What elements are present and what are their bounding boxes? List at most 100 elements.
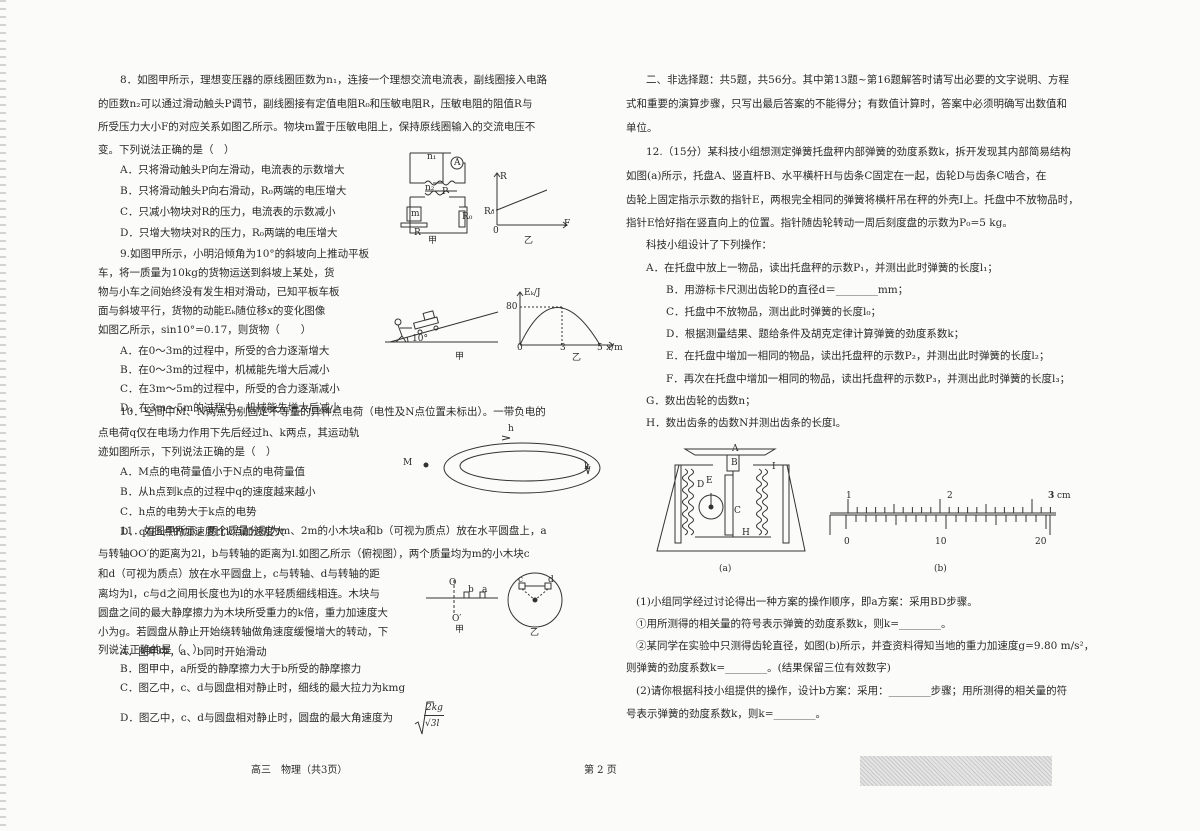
q12-question-1: (1)小组同学经过讨论得出一种方案的操作顺序，即a方案：采用BD步骤。 <box>636 596 978 608</box>
q9-graph-x-label: x/m <box>606 343 623 353</box>
q12-caliper-main-3: 3 <box>1048 491 1055 501</box>
section2-line-1: 二、非选择题：共5题，共56分。其中第13题~第16题解答时请写出必要的文字说明… <box>646 74 1070 86</box>
q12-step-d: D．根据测量结果、题给条件及胡克定律计算弹簧的劲度系数k； <box>666 328 965 340</box>
q12-step-h: H．数出齿条的齿数N并测出齿条的长度l。 <box>646 417 847 429</box>
q9-graph-caption: 乙 <box>572 353 582 363</box>
q11-label-O: O <box>449 578 457 588</box>
q12-step-b: B．用游标卡尺测出齿轮D的直径d＝________mm； <box>666 284 909 296</box>
q11-line-1: 11．如图甲所示，两个质量分别为m、2m的小木块a和b（可视为质点）放在水平圆盘… <box>120 525 547 537</box>
q9-graph-tick-80: 80 <box>506 302 518 312</box>
q12-question-1-2b: 则弹簧的劲度系数k=________。(结果保留三位有效数字) <box>626 662 891 674</box>
q8-option-b: B．只将滑动触头P向右滑动，R₀两端的电压增大 <box>120 185 347 197</box>
q9-graph-tick-3: 3 <box>560 343 566 353</box>
q11-radical-sign <box>414 701 434 735</box>
q12-fig-a-caption: (a) <box>719 564 732 574</box>
q12-vernier-caliper <box>829 499 1056 535</box>
q10-label-k: k <box>584 462 590 472</box>
scan-edge <box>0 0 6 831</box>
q12-step-a: A．在托盘中放上一物品，读出托盘秤的示数P₁，并测出此时弹簧的长度l₁； <box>646 262 998 274</box>
q11-formula-numerator: 2kg <box>426 703 443 713</box>
q11-disk-top-view <box>507 572 563 628</box>
q11-label-a: a <box>482 585 488 595</box>
q9-line-4: 面与斜坡平行，货物的动能Eₖ随位移x的变化图像 <box>98 305 326 317</box>
q12-fig-a-label-E: E <box>706 476 713 486</box>
q8-label-n1: n₁ <box>427 152 437 162</box>
q10-option-a: A．M点的电荷量值小于N点的电荷量值 <box>120 466 306 478</box>
q12-scale-structure-diagram <box>656 448 806 552</box>
q8-circuit-diagram <box>400 152 468 234</box>
q12-fig-a-label-C: C <box>734 506 741 516</box>
q12-fig-a-label-A: A <box>732 444 739 454</box>
q11-disk-side-view <box>426 580 498 614</box>
q12-caliper-main-2: 2 <box>947 491 953 501</box>
q8-label-R: R <box>414 228 421 238</box>
q8-label-A: A <box>454 158 461 168</box>
q11-line-3: 和d（可视为质点）放在水平圆盘上，c与转轴、d与转轴的距 <box>98 568 380 580</box>
q10-trajectory-diagram <box>423 435 601 494</box>
barcode-box <box>860 756 1052 786</box>
q10-line-2: 点电荷q仅在电场力作用下先后经过h、k两点，其运动轨 <box>98 427 360 439</box>
footer-page-number: 第 2 页 <box>584 765 617 776</box>
q11-option-c: C．图乙中，c、d与圆盘相对静止时，细线的最大拉力为kmg <box>120 682 406 694</box>
q12-caliper-vernier-0: 0 <box>844 537 850 547</box>
q11-line-2: 与转轴OO′的距离为2l，b与转轴的距离为l.如图乙所示（俯视图），两个质量均为… <box>98 548 530 560</box>
q12-intro-3: 齿轮上固定指示示数的指针E，两根完全相同的弹簧将横杆吊在秤的外壳I上。托盘中不放… <box>626 194 1079 206</box>
q11-label-d: d <box>548 575 554 585</box>
q12-step-c: C．托盘中不放物品，测出此时弹簧的长度l₀； <box>666 306 882 318</box>
q8-label-P: P <box>442 187 449 197</box>
q8-graph-x-label: F <box>564 219 571 229</box>
q11-option-b: B．图甲中，a所受的静摩擦力大于b所受的静摩擦力 <box>120 663 362 675</box>
q12-fig-a-label-D: D <box>697 480 705 490</box>
section2-line-2: 式和重要的演算步骤，只写出最后答案的不能得分；有数值计算时，答案中必须明确写出数… <box>626 98 1067 110</box>
section2-line-3: 单位。 <box>626 122 658 134</box>
q12-caliper-unit: cm <box>1057 491 1071 501</box>
q9-graph-tick-5: 5 <box>597 343 603 353</box>
q11-fig-jia: 甲 <box>455 625 465 635</box>
q10-line-3: 迹如图所示，下列说法正确的是（ ） <box>98 446 277 458</box>
q12-design: 科技小组设计了下列操作： <box>646 239 772 251</box>
q11-label-Op: O′ <box>452 614 462 624</box>
q12-step-e: E．在托盘中增加一相同的物品，读出托盘秤的示数P₂，并测出此时弹簧的长度l₂； <box>666 350 1050 362</box>
q12-caliper-vernier-20: 20 <box>1035 537 1047 547</box>
q11-line-4: 离均为l，c与d之间用长度也为l的水平轻质细线相连。木块与 <box>98 588 380 600</box>
q10-label-M: M <box>403 458 413 468</box>
q12-fig-b-caption: (b) <box>934 564 947 574</box>
q8-line-2: 的匝数n₂可以通过滑动触头P调节，副线圈接有定值电阻R₀和压敏电阻R，压敏电阻的… <box>98 98 533 110</box>
q9-graph-y-label: Eₖ/J <box>524 288 541 298</box>
q8-option-d: D．只增大物块对R的压力，R₀两端的电压增大 <box>120 227 338 239</box>
q10-label-h: h <box>508 424 514 434</box>
q8-graph-r0-label: R₀ <box>484 207 495 217</box>
q9-line-2: 车，将一质量为10kg的货物运送到斜坡上某处，货 <box>98 267 335 279</box>
q10-option-c: C．h点的电势大于k点的电势 <box>120 506 257 518</box>
q9-option-a: A．在0～3m的过程中，所受的合力逐渐增大 <box>120 345 330 357</box>
q8-label-n2: n₂ <box>425 183 435 193</box>
q12-question-2: (2)请你根据科技小组提供的操作，设计b方案：采用：________步骤；用所测… <box>636 685 1068 697</box>
q8-label-m: m <box>411 209 420 219</box>
q12-intro-2: 如图(a)所示，托盘A、竖直杆B、水平横杆H与齿条C固定在一起，齿轮D与齿条C啮… <box>626 170 1047 182</box>
footer-subject: 高三 物理（共3页） <box>251 765 348 776</box>
q12-question-1-2: ②某同学在实验中只测得齿轮直径，如图(b)所示，并查资料得知当地的重力加速度g=… <box>636 640 1095 652</box>
q8-graph-origin: 0 <box>493 226 499 236</box>
q9-option-c: C．在3m～5m的过程中，所受的合力逐渐减小 <box>120 383 340 395</box>
q8-line-4: 变。下列说法正确的是（ ） <box>98 144 235 156</box>
q8-graph-caption: 乙 <box>524 236 534 246</box>
q12-step-f: F．再次在托盘中增加一相同的物品，读出托盘秤的示数P₃，并测出此时弹簧的长度l₃… <box>666 373 1071 385</box>
q12-fig-a-label-B: B <box>731 458 738 468</box>
q11-option-d: D．图乙中，c、d与圆盘相对静止时，圆盘的最大角速度为 <box>120 712 394 724</box>
q8-line-1: 8．如图甲所示，理想变压器的原线圈匝数为n₁，连接一个理想交流电流表，副线圈接入… <box>120 74 548 86</box>
q12-fig-a-label-I: I <box>772 462 776 472</box>
q9-option-d: D．在3m～5m的过程中，机械能先增大后减小 <box>120 402 341 414</box>
q12-intro-1: 12.（15分）某科技小组想测定弹簧托盘秤内部弹簧的劲度系数k，拆开发现其内部简… <box>646 146 1071 158</box>
q11-formula-denominator: √3l <box>425 719 440 729</box>
q9-option-b: B．在0～3m的过程中，机械能先增大后减小 <box>120 364 330 376</box>
q9-fig-jia: 甲 <box>455 352 465 362</box>
q8-option-c: C．只减小物块对R的压力，电流表的示数减小 <box>120 206 336 218</box>
q11-label-b: b <box>468 585 474 595</box>
q8-label-R0: R₀ <box>462 212 473 222</box>
q10-option-d: D．q在h点的加速度比k点加速度大 <box>120 526 285 538</box>
q9-line-5: 如图乙所示，sin10°=0.17，则货物（ ） <box>98 324 312 336</box>
q11-line-5: 圆盘之间的最大静摩擦力为木块所受重力的k倍，重力加速度大 <box>98 607 388 619</box>
q12-fig-a-label-H: H <box>742 528 750 538</box>
q10-option-b: B．从h点到k点的过程中q的速度越来越小 <box>120 486 316 498</box>
q11-line-6: 小为g。若圆盘从静止开始绕转轴做角速度缓慢增大的转动，下 <box>98 626 389 638</box>
